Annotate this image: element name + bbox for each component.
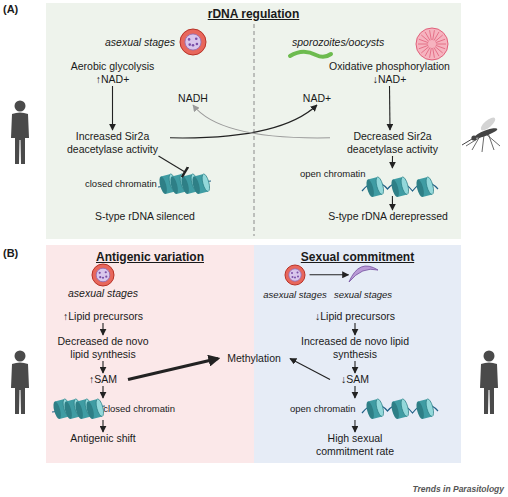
mosquito-leg bbox=[482, 135, 484, 152]
chromatin-state: open chromatin bbox=[300, 168, 440, 196]
journal-credit: Trends in Parasitology bbox=[380, 484, 504, 494]
node-text: Aerobic glycolysis bbox=[55, 60, 170, 73]
metabolite-label: ↓SAM bbox=[330, 373, 380, 386]
node-text: open chromatin bbox=[290, 403, 430, 414]
node-text: asexual stages bbox=[95, 36, 175, 49]
mosquito-proboscis bbox=[462, 139, 472, 145]
human-head bbox=[484, 351, 495, 362]
node-text: open chromatin bbox=[300, 168, 440, 179]
mosquito-leg bbox=[488, 133, 494, 150]
mosquito-wing bbox=[479, 116, 497, 133]
mosquito-body bbox=[474, 126, 498, 139]
panel-title: Sexual commitment bbox=[254, 250, 461, 264]
node-text: NAD+ bbox=[300, 92, 334, 105]
node-text: Increased Sir2a deacetylase activity bbox=[55, 130, 170, 155]
mosquito-icon bbox=[462, 116, 500, 152]
panel-band: Sexual commitment asexual stagessexual st… bbox=[254, 245, 461, 463]
panel-title: rDNA regulation bbox=[46, 7, 461, 21]
node-text: S-type rDNA silenced bbox=[70, 210, 220, 223]
mosquito-leg bbox=[472, 136, 480, 150]
human-body bbox=[11, 363, 29, 415]
node-text: ↑Lipid precursors bbox=[48, 310, 158, 323]
stage-label: asexual stages bbox=[63, 287, 143, 300]
stage-label: sporozoites/oocysts bbox=[292, 36, 402, 49]
node-text: ↓Lipid precursors bbox=[300, 310, 410, 323]
outcome-text: S-type rDNA silenced bbox=[70, 210, 220, 223]
outcome-text: High sexual commitment rate bbox=[300, 432, 410, 458]
process-text: Increased Sir2a deacetylase activity bbox=[55, 130, 170, 156]
chromatin-state: open chromatin bbox=[290, 398, 430, 420]
human-silhouette bbox=[480, 351, 498, 415]
metabolite-label: NAD+ bbox=[300, 92, 334, 105]
node-text: ↓SAM bbox=[330, 373, 380, 386]
node-text: ↑SAM bbox=[78, 373, 128, 386]
stage-label: asexual stages bbox=[95, 36, 175, 49]
node-text: Oxidative phosphorylation bbox=[322, 60, 457, 73]
node-text: Increased de novo lipid synthesis bbox=[300, 335, 410, 360]
node-text: Decreased Sir2a deacetylase activity bbox=[330, 130, 455, 155]
node-text: ↓NAD+ bbox=[322, 73, 457, 86]
mosquito-head bbox=[471, 135, 476, 140]
human-head bbox=[15, 101, 26, 112]
human-body bbox=[11, 113, 29, 165]
process-text: Decreased de novo lipid synthesis bbox=[48, 335, 158, 361]
process-text: Methylation bbox=[218, 352, 290, 365]
outcome-text: S-type rDNA derepressed bbox=[318, 210, 458, 223]
node-text: High sexual commitment rate bbox=[300, 432, 410, 457]
panel-band: Antigenic variation asexual stages ↑Lipid … bbox=[46, 245, 254, 463]
human-body bbox=[480, 363, 498, 415]
panel-band: rDNA regulation asexual stagesAerobic gly… bbox=[46, 3, 461, 239]
process-text: Decreased Sir2a deacetylase activity bbox=[330, 130, 455, 156]
chromatin-state: closed chromatin bbox=[85, 172, 225, 196]
panel-title: Antigenic variation bbox=[46, 250, 254, 264]
node-text: Antigenic shift bbox=[53, 432, 153, 445]
process-text: Aerobic glycolysis↑NAD+ bbox=[55, 60, 170, 86]
node-text: NADH bbox=[176, 92, 210, 105]
process-text: Increased de novo lipid synthesis bbox=[300, 335, 410, 361]
node-text: ↑NAD+ bbox=[55, 73, 170, 86]
mosquito-leg bbox=[486, 134, 500, 146]
chromatin-state: closed chromatin bbox=[50, 398, 175, 420]
mosquito-leg bbox=[466, 136, 482, 146]
node-text: S-type rDNA derepressed bbox=[318, 210, 458, 223]
human-silhouette bbox=[11, 351, 29, 415]
node-text: sporozoites/oocysts bbox=[292, 36, 402, 49]
node-text: sexual stages bbox=[330, 289, 396, 300]
process-text: Oxidative phosphorylation↓NAD+ bbox=[322, 60, 457, 86]
stage-label: sexual stages bbox=[330, 264, 396, 300]
node-text: closed chromatin bbox=[50, 403, 175, 414]
outcome-text: Antigenic shift bbox=[53, 432, 153, 445]
node-text: Decreased de novo lipid synthesis bbox=[48, 335, 158, 360]
node-text: asexual stages bbox=[63, 287, 143, 300]
human-silhouette bbox=[11, 101, 29, 165]
node-text: Methylation bbox=[218, 352, 290, 365]
panel-letter: (B) bbox=[3, 247, 33, 260]
human-head bbox=[15, 351, 26, 362]
process-text: ↓Lipid precursors bbox=[300, 310, 410, 323]
stage-label: asexual stages bbox=[262, 264, 328, 300]
node-text: closed chromatin bbox=[85, 178, 225, 189]
process-text: ↑Lipid precursors bbox=[48, 310, 158, 323]
panel-letter: (A) bbox=[3, 3, 33, 16]
metabolite-label: ↑SAM bbox=[78, 373, 128, 386]
node-text: asexual stages bbox=[262, 289, 328, 300]
metabolite-label: NADH bbox=[176, 92, 210, 105]
